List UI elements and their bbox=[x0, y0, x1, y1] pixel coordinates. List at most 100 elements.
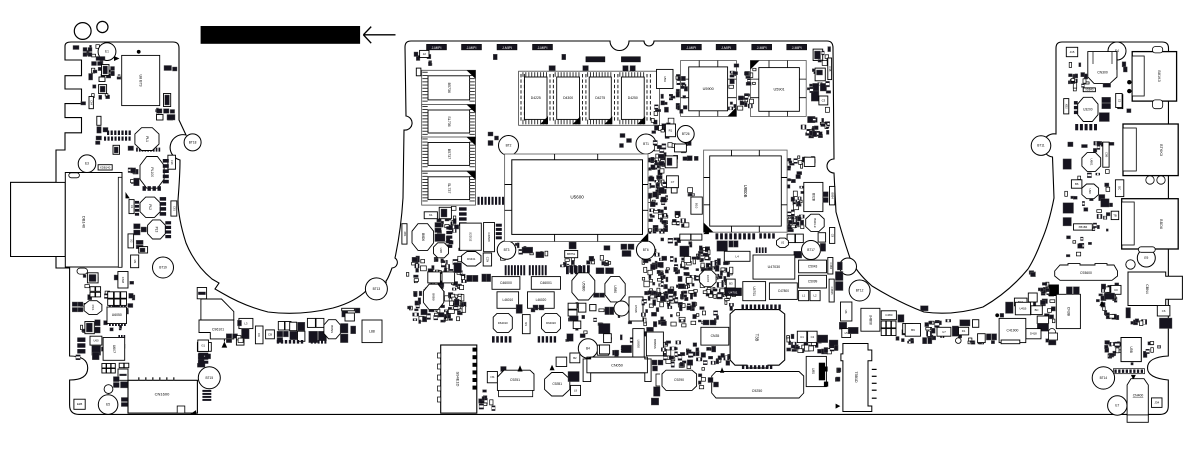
svg-text:C9B: C9B bbox=[1105, 152, 1109, 157]
svg-text:T3B: T3B bbox=[755, 334, 760, 342]
svg-text:U8 B73: U8 B73 bbox=[139, 75, 143, 87]
svg-text:B8B9: B8B9 bbox=[432, 293, 436, 301]
svg-text:CN050: CN050 bbox=[611, 364, 623, 368]
svg-text:BT6: BT6 bbox=[643, 248, 649, 252]
svg-text:C5099: C5099 bbox=[808, 280, 818, 284]
svg-text:E7: E7 bbox=[1115, 404, 1119, 408]
svg-text:U9C: U9C bbox=[1088, 188, 1092, 194]
svg-text:J-MIPI: J-MIPI bbox=[721, 46, 731, 50]
svg-text:C2: C2 bbox=[811, 335, 815, 339]
svg-text:C4B08: C4B08 bbox=[487, 233, 491, 243]
svg-text:U5B: U5B bbox=[1129, 346, 1133, 352]
svg-text:C46001: C46001 bbox=[540, 281, 552, 285]
svg-text:BT13: BT13 bbox=[373, 287, 381, 291]
svg-text:C4B45: C4B45 bbox=[830, 287, 834, 295]
svg-text:B10: B10 bbox=[695, 203, 699, 209]
svg-text:BT15: BT15 bbox=[205, 376, 213, 380]
svg-text:C678: C678 bbox=[706, 275, 710, 283]
svg-text:E1: E1 bbox=[105, 50, 109, 54]
svg-text:XDB40: XDB40 bbox=[1085, 87, 1094, 91]
svg-text:C96101: C96101 bbox=[212, 328, 224, 332]
svg-text:XDB140: XDB140 bbox=[100, 165, 111, 169]
svg-text:SL737: SL737 bbox=[447, 183, 451, 193]
svg-text:C61: C61 bbox=[172, 206, 176, 211]
svg-text:C8: C8 bbox=[831, 234, 835, 238]
svg-text:U7: U7 bbox=[942, 330, 946, 334]
svg-text:K1: K1 bbox=[429, 213, 433, 217]
svg-text:J-MIPI: J-MIPI bbox=[432, 46, 442, 50]
svg-text:E3: E3 bbox=[85, 162, 89, 166]
svg-text:BT18: BT18 bbox=[189, 140, 197, 144]
svg-text:U6050: U6050 bbox=[112, 313, 122, 317]
svg-text:C1: C1 bbox=[800, 335, 804, 339]
svg-text:C47800: C47800 bbox=[778, 289, 789, 293]
svg-text:PL3: PL3 bbox=[154, 227, 158, 233]
svg-text:D4250: D4250 bbox=[628, 96, 638, 100]
svg-text:U41B: U41B bbox=[1019, 307, 1026, 311]
svg-text:G1: G1 bbox=[201, 344, 205, 348]
svg-text:DC: DC bbox=[1118, 186, 1122, 190]
svg-text:U4B08: U4B08 bbox=[868, 315, 872, 325]
svg-text:C9290: C9290 bbox=[674, 378, 684, 382]
svg-text:J-MIPI: J-MIPI bbox=[792, 46, 802, 50]
svg-text:B5737: B5737 bbox=[447, 149, 451, 159]
svg-text:U58B0: U58B0 bbox=[581, 282, 585, 292]
svg-text:SL736: SL736 bbox=[447, 116, 451, 126]
svg-text:B6: B6 bbox=[1075, 182, 1079, 186]
svg-text:BT1: BT1 bbox=[643, 142, 649, 146]
svg-text:D64020: D64020 bbox=[546, 321, 556, 325]
svg-text:CN400: CN400 bbox=[1133, 394, 1144, 398]
svg-text:E4: E4 bbox=[1115, 49, 1119, 53]
svg-text:D6431: D6431 bbox=[467, 257, 476, 261]
svg-text:C64: C64 bbox=[90, 100, 94, 105]
svg-text:L4: L4 bbox=[735, 254, 739, 258]
svg-text:U47030: U47030 bbox=[768, 265, 781, 269]
svg-text:J15: J15 bbox=[1070, 50, 1075, 54]
svg-text:C56B: C56B bbox=[634, 305, 638, 313]
svg-text:U580: U580 bbox=[613, 285, 617, 293]
svg-text:TB: TB bbox=[1113, 213, 1117, 217]
svg-text:C92B1: C92B1 bbox=[552, 382, 562, 386]
svg-text:D4300: D4300 bbox=[563, 96, 573, 100]
svg-text:B2: B2 bbox=[573, 356, 577, 360]
svg-text:BT2: BT2 bbox=[506, 144, 512, 148]
svg-text:C2N: C2N bbox=[485, 257, 489, 263]
svg-text:PL100: PL100 bbox=[150, 167, 154, 177]
svg-text:BT3: BT3 bbox=[504, 248, 510, 252]
svg-text:U5600: U5600 bbox=[570, 195, 584, 200]
svg-text:C9250: C9250 bbox=[752, 389, 763, 393]
svg-text:NS: NS bbox=[524, 322, 528, 326]
svg-text:B8751: B8751 bbox=[567, 252, 576, 256]
svg-text:B8NS: B8NS bbox=[330, 325, 334, 333]
svg-text:T5B1D: T5B1D bbox=[854, 371, 858, 383]
svg-text:D4275: D4275 bbox=[595, 96, 605, 100]
svg-text:BT19: BT19 bbox=[159, 266, 167, 270]
svg-text:BT26: BT26 bbox=[682, 132, 690, 136]
svg-text:J34: J34 bbox=[1154, 401, 1159, 405]
svg-text:C4B: C4B bbox=[828, 66, 832, 71]
svg-text:BC: BC bbox=[1035, 308, 1039, 312]
svg-text:U4701: U4701 bbox=[752, 286, 756, 296]
svg-text:PL2: PL2 bbox=[148, 204, 152, 210]
svg-text:B9CL9: B9CL9 bbox=[813, 218, 817, 228]
svg-text:X2: X2 bbox=[129, 239, 133, 243]
svg-text:U60: U60 bbox=[93, 339, 99, 343]
svg-text:B8BNS: B8BNS bbox=[653, 339, 657, 349]
svg-text:CB: CB bbox=[268, 332, 272, 336]
svg-text:U6: U6 bbox=[844, 310, 848, 314]
svg-text:B5736: B5736 bbox=[447, 83, 451, 93]
svg-text:C4B4: C4B4 bbox=[829, 263, 833, 270]
svg-text:L3: L3 bbox=[244, 322, 248, 326]
svg-text:E2B: E2B bbox=[77, 402, 82, 406]
svg-text:XB1: XB1 bbox=[403, 231, 407, 236]
svg-text:L9: L9 bbox=[574, 388, 578, 392]
svg-text:U2: U2 bbox=[781, 240, 785, 244]
svg-text:B8B4: B8B4 bbox=[831, 193, 835, 200]
svg-text:CN3B: CN3B bbox=[1066, 307, 1070, 317]
svg-text:DB140: DB140 bbox=[82, 216, 87, 229]
svg-text:U901: U901 bbox=[1089, 158, 1093, 166]
svg-text:B4: B4 bbox=[586, 347, 590, 351]
svg-text:C16: C16 bbox=[170, 160, 174, 165]
svg-text:C5043: C5043 bbox=[808, 265, 818, 269]
svg-text:B92B: B92B bbox=[811, 193, 815, 201]
